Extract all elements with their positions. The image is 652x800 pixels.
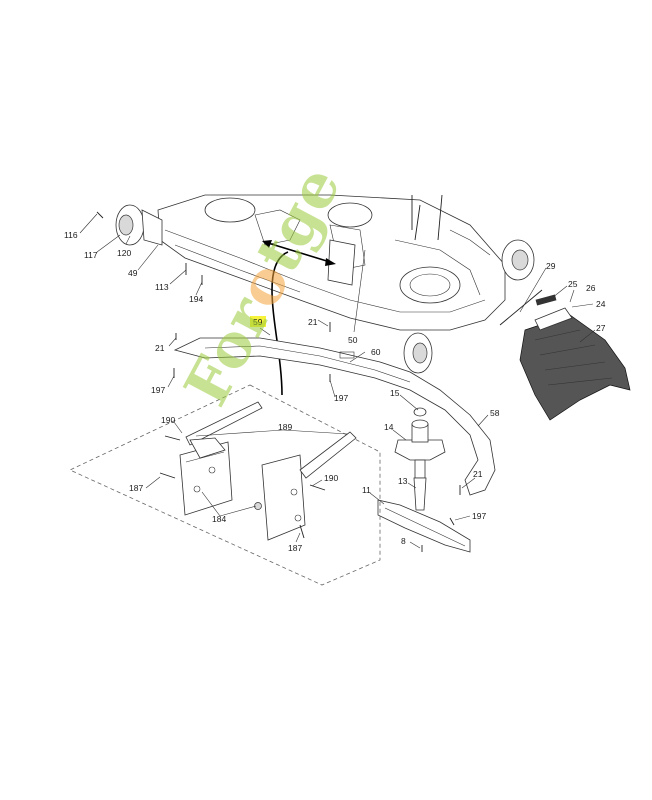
chute-rod bbox=[499, 289, 543, 326]
lift-link-arms bbox=[185, 401, 357, 479]
leader-lines bbox=[79, 213, 596, 549]
label-11[interactable]: 11 bbox=[362, 485, 371, 495]
label-194[interactable]: 194 bbox=[189, 294, 203, 304]
discharge-chute bbox=[519, 307, 631, 421]
label-59[interactable]: 59 bbox=[253, 317, 263, 327]
part-labels: 116 117 120 49 113 194 59 21 21 197 197 … bbox=[64, 230, 606, 553]
label-13[interactable]: 13 bbox=[398, 476, 408, 486]
label-189[interactable]: 189 bbox=[278, 422, 292, 432]
label-21-a[interactable]: 21 bbox=[308, 317, 318, 327]
label-190-a[interactable]: 190 bbox=[161, 415, 175, 425]
gauge-wheel-right-rear bbox=[501, 239, 535, 281]
label-25[interactable]: 25 bbox=[568, 279, 578, 289]
label-49[interactable]: 49 bbox=[128, 268, 138, 278]
label-197-b[interactable]: 197 bbox=[334, 393, 348, 403]
chute-spring bbox=[535, 294, 557, 306]
front-baffle-bar bbox=[173, 337, 496, 496]
label-60[interactable]: 60 bbox=[371, 347, 381, 357]
hardware-bolts bbox=[96, 211, 461, 552]
label-21-c[interactable]: 21 bbox=[473, 469, 483, 479]
detail-dashed-box bbox=[69, 384, 381, 586]
label-184[interactable]: 184 bbox=[212, 514, 226, 524]
label-197-c[interactable]: 197 bbox=[472, 511, 486, 521]
label-58[interactable]: 58 bbox=[490, 408, 500, 418]
label-187-b[interactable]: 187 bbox=[288, 543, 302, 553]
label-21-b[interactable]: 21 bbox=[155, 343, 165, 353]
label-24[interactable]: 24 bbox=[596, 299, 606, 309]
label-8[interactable]: 8 bbox=[401, 536, 406, 546]
label-29[interactable]: 29 bbox=[546, 261, 556, 271]
label-14[interactable]: 14 bbox=[384, 422, 394, 432]
label-187-a[interactable]: 187 bbox=[129, 483, 143, 493]
label-120[interactable]: 120 bbox=[117, 248, 131, 258]
label-197-a[interactable]: 197 bbox=[151, 385, 165, 395]
label-26[interactable]: 26 bbox=[586, 283, 596, 293]
label-116[interactable]: 116 bbox=[64, 230, 78, 240]
gauge-wheel-left bbox=[115, 204, 163, 246]
label-117[interactable]: 117 bbox=[84, 250, 98, 260]
highlight-part-59 bbox=[250, 316, 266, 327]
blade-spindle bbox=[394, 407, 446, 511]
gauge-wheel-right-front bbox=[403, 332, 433, 374]
mower-blade bbox=[377, 499, 471, 553]
label-27[interactable]: 27 bbox=[596, 323, 606, 333]
deck-bracket bbox=[262, 239, 356, 286]
label-190-b[interactable]: 190 bbox=[324, 473, 338, 483]
bracket-bolts bbox=[159, 435, 326, 539]
bracket-plate-right bbox=[261, 454, 306, 541]
label-113[interactable]: 113 bbox=[155, 282, 169, 292]
label-15[interactable]: 15 bbox=[390, 388, 400, 398]
belt bbox=[271, 251, 289, 396]
label-50[interactable]: 50 bbox=[348, 335, 358, 345]
